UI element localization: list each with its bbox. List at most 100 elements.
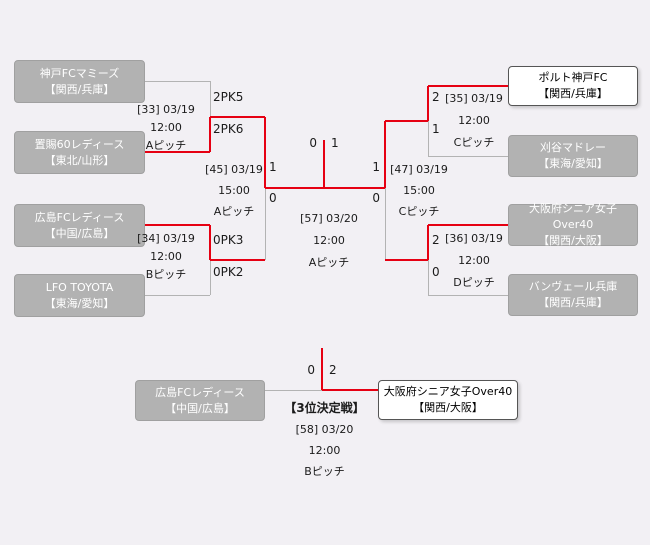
- team-region: 【関西/大阪】: [538, 233, 608, 247]
- team-box-vanveil-hyogo: バンヴェール兵庫 【関西/兵庫】: [508, 274, 638, 316]
- team-box-lfo-toyota: LFO TOYOTA 【東海/愛知】: [14, 274, 145, 317]
- winner-out-match33: [210, 116, 265, 118]
- winner-path-match34: [209, 225, 211, 260]
- match34-pitch: Bピッチ: [145, 268, 187, 281]
- match47-pitch: Cピッチ: [398, 205, 440, 218]
- match36-time: 12:00: [458, 254, 490, 267]
- line-kariya-madre: [428, 156, 508, 157]
- winner-out-match35: [385, 120, 428, 122]
- match33-score-bottom: 2PK6: [213, 122, 244, 136]
- final-crossbar: [265, 187, 385, 189]
- team-name: 大阪府シニア女子Over40: [529, 202, 617, 232]
- winner-line-okitama: [145, 151, 210, 153]
- team-region: 【関西/兵庫】: [44, 82, 115, 96]
- match36-score-bottom: 0: [432, 265, 440, 279]
- team-name: ポルト神戸FC: [538, 71, 608, 85]
- winner-line-3rd-place: [322, 389, 378, 391]
- team-region: 【東北/山形】: [44, 153, 115, 167]
- match36-pitch: Dピッチ: [453, 276, 495, 289]
- match34-id: [34] 03/19: [137, 232, 195, 245]
- team-box-osaka-senior-over40: 大阪府シニア女子Over40 【関西/大阪】: [508, 202, 638, 247]
- team-region: 【関西/大阪】: [413, 401, 483, 414]
- winner-line-porto-kobe: [428, 85, 508, 87]
- match47-time: 15:00: [403, 184, 435, 197]
- match34-score-top: 0PK3: [213, 233, 244, 247]
- team-name: 刈谷マドレー: [540, 141, 606, 155]
- team-box-hiroshima-fc-ladies: 広島FCレディース 【中国/広島】: [14, 204, 145, 247]
- team-name: 広島FCレディース: [34, 210, 125, 224]
- match35-pitch: Cピッチ: [453, 136, 495, 149]
- match35-score-top: 2: [432, 90, 440, 104]
- match47-info: [47] 03/19 15:00 Cピッチ: [364, 159, 474, 222]
- match45-time: 15:00: [218, 184, 250, 197]
- team-box-hiroshima-fc-ladies-3rd: 広島FCレディース 【中国/広島】: [135, 380, 265, 421]
- winner-path-match35: [427, 86, 429, 121]
- winner-out-match34: [210, 259, 265, 261]
- match33-id: [33] 03/19: [137, 103, 195, 116]
- match35-score-bottom: 1: [432, 122, 440, 136]
- team-region: 【東海/愛知】: [538, 157, 608, 170]
- team-name: 置賜60レディース: [34, 137, 125, 151]
- final-score-right: 1: [331, 136, 339, 150]
- match36-id: [36] 03/19: [445, 232, 503, 245]
- match45-score-bottom: 0: [269, 191, 277, 205]
- team-name: LFO TOYOTA: [45, 280, 114, 294]
- match36-info: [36] 03/19 12:00 Dピッチ: [419, 228, 529, 294]
- final-match-info: [57] 03/20 12:00 Aピッチ: [274, 208, 384, 274]
- match35-time: 12:00: [458, 114, 490, 127]
- third-place-info: 【3位決定戦】 [58] 03/20 12:00 Bピッチ: [267, 398, 382, 482]
- winner-out-match36: [385, 259, 428, 261]
- team-name: 広島FCレディース: [155, 385, 245, 399]
- final-score-left: 0: [309, 136, 317, 150]
- team-name: 神戸FCマミーズ: [39, 66, 120, 80]
- connector-match36: [428, 225, 429, 295]
- match45-pitch: Aピッチ: [213, 205, 255, 218]
- team-name: 大阪府シニア女子Over40: [383, 385, 513, 399]
- match33-score-top: 2PK5: [213, 90, 244, 104]
- winner-path-semifinal-left: [264, 117, 266, 188]
- team-region: 【東海/愛知】: [44, 296, 115, 310]
- final-match-id: [57] 03/20: [300, 212, 358, 225]
- match33-info: [33] 03/19 12:00 Aピッチ: [111, 101, 221, 155]
- team-region: 【中国/広島】: [165, 401, 235, 415]
- team-box-kariya-madre: 刈谷マドレー 【東海/愛知】: [508, 135, 638, 177]
- team-box-okitama60-ladies: 置賜60レディース 【東北/山形】: [14, 131, 145, 174]
- line-3rd-place-left: [265, 390, 322, 391]
- third-place-stub: [321, 348, 323, 390]
- line-vanveil-hyogo: [428, 295, 508, 296]
- match34-info: [34] 03/19 12:00 Bピッチ: [111, 230, 221, 284]
- line-kobe-mommies: [145, 81, 210, 82]
- winner-path-match36: [427, 225, 429, 260]
- line-lfo-toyota: [145, 295, 210, 296]
- champion-stub: [323, 140, 325, 188]
- winner-path-match33: [209, 117, 211, 152]
- final-match-time: 12:00: [313, 234, 345, 247]
- third-place-score-left: 0: [307, 363, 315, 377]
- match34-score-bottom: 0PK2: [213, 265, 244, 279]
- match45-score-top: 1: [269, 160, 277, 174]
- winner-line-osaka-senior: [428, 224, 508, 226]
- team-region: 【関西/兵庫】: [538, 296, 608, 309]
- third-place-pitch: Bピッチ: [304, 465, 345, 478]
- match36-score-top: 2: [432, 233, 440, 247]
- connector-match35: [428, 86, 429, 156]
- third-place-score-right: 2: [329, 363, 337, 377]
- match34-time: 12:00: [150, 250, 182, 263]
- third-place-time: 12:00: [308, 444, 341, 457]
- match47-score-top: 1: [372, 160, 380, 174]
- team-box-osaka-senior-over40-3rd: 大阪府シニア女子Over40 【関西/大阪】: [378, 380, 518, 420]
- match35-info: [35] 03/19 12:00 Cピッチ: [419, 88, 529, 154]
- winner-path-semifinal-right: [384, 121, 386, 188]
- match47-score-bottom: 0: [372, 191, 380, 205]
- third-place-id: [58] 03/20: [295, 423, 354, 436]
- match33-pitch: Aピッチ: [145, 139, 187, 152]
- team-region: 【中国/広島】: [44, 226, 115, 240]
- final-match-pitch: Aピッチ: [308, 256, 350, 269]
- team-box-porto-kobe-fc: ポルト神戸FC 【関西/兵庫】: [508, 66, 638, 106]
- team-region: 【関西/兵庫】: [538, 87, 608, 100]
- match45-id: [45] 03/19: [205, 163, 263, 176]
- match47-id: [47] 03/19: [390, 163, 448, 176]
- match35-id: [35] 03/19: [445, 92, 503, 105]
- third-place-title: 【3位決定戦】: [284, 401, 365, 415]
